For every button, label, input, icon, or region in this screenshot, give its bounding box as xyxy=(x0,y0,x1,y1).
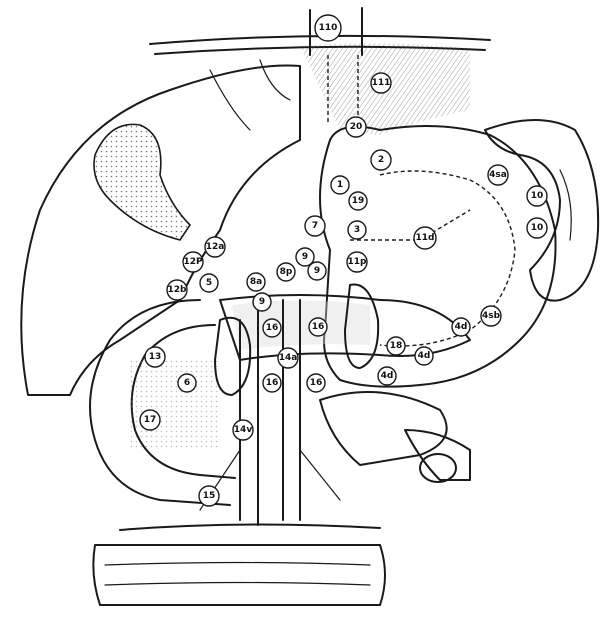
lymph-node-16c: 16 xyxy=(263,374,281,392)
lymph-node-10b: 10 xyxy=(527,218,547,238)
lymph-node-label: 20 xyxy=(350,122,363,132)
lymph-node-10a: 10 xyxy=(527,186,547,206)
lymph-node-15: 15 xyxy=(199,486,219,506)
lymph-node-16b: 16 xyxy=(309,318,327,336)
lymph-node-1: 1 xyxy=(331,176,349,194)
lymph-node-label: 1 xyxy=(337,180,343,190)
lymph-node-111: 111 xyxy=(371,73,391,93)
lymph-node-4d1: 4d xyxy=(452,318,470,336)
lymph-node-label: 10 xyxy=(531,191,544,201)
lymph-node-label: 10 xyxy=(531,223,544,233)
lymph-node-label: 17 xyxy=(144,415,157,425)
lymph-node-20: 20 xyxy=(346,117,366,137)
lymph-node-label: 110 xyxy=(319,23,338,33)
lymph-node-19: 19 xyxy=(349,192,367,210)
lymph-node-label: 16 xyxy=(310,378,323,388)
lymph-node-label: 5 xyxy=(206,278,212,288)
lymph-node-label: 12P xyxy=(183,257,203,267)
lymph-node-4d3: 4d xyxy=(378,367,396,385)
spleen xyxy=(485,120,598,301)
lymph-node-6: 6 xyxy=(178,374,196,392)
lymph-node-4sb: 4sb xyxy=(481,306,501,326)
lymph-node-7: 7 xyxy=(305,216,325,236)
lymph-node-label: 19 xyxy=(352,196,365,206)
lymph-node-label: 13 xyxy=(149,352,162,362)
lymph-node-4d2: 4d xyxy=(415,347,433,365)
lymph-node-label: 8a xyxy=(250,277,262,287)
lymph-node-label: 16 xyxy=(266,378,279,388)
lymph-node-label: 14a xyxy=(279,353,298,363)
lymph-node-14a: 14a xyxy=(278,348,298,368)
lymph-node-label: 11p xyxy=(348,257,368,267)
lymph-node-14v: 14v xyxy=(233,420,253,440)
lymph-node-label: 7 xyxy=(312,221,318,231)
lymph-node-12p: 12P xyxy=(183,252,203,272)
lymph-node-label: 12b xyxy=(168,285,188,295)
colon xyxy=(93,524,385,605)
lymph-node-11d: 11d xyxy=(414,227,436,249)
lymph-node-label: 6 xyxy=(184,378,190,388)
lymph-node-11p: 11p xyxy=(347,252,367,272)
lymph-node-17: 17 xyxy=(140,410,160,430)
lymph-node-16a: 16 xyxy=(263,319,281,337)
lymph-node-8p: 8p xyxy=(277,263,295,281)
lymph-node-8a: 8a xyxy=(247,273,265,291)
lymph-node-label: 3 xyxy=(354,225,360,235)
lymph-node-13: 13 xyxy=(145,347,165,367)
lymph-node-label: 4d xyxy=(381,371,394,381)
lymph-node-3: 3 xyxy=(348,221,366,239)
lymph-node-label: 4sb xyxy=(482,311,501,321)
lymph-node-label: 4sa xyxy=(489,170,507,180)
lymph-node-label: 12a xyxy=(206,242,225,252)
lymph-node-4sa: 4sa xyxy=(488,165,508,185)
lymph-node-label: 11d xyxy=(416,233,435,243)
jejunum xyxy=(320,392,470,482)
lymph-node-9c: 9 xyxy=(253,293,271,311)
lymph-node-label: 16 xyxy=(312,322,325,332)
lymph-node-label: 111 xyxy=(372,78,391,88)
lymph-node-18: 18 xyxy=(387,337,405,355)
lymph-node-label: 15 xyxy=(203,491,216,501)
lymph-node-2: 2 xyxy=(371,150,391,170)
duodenum xyxy=(90,300,235,505)
lymph-node-16d: 16 xyxy=(307,374,325,392)
lymph-node-12b: 12b xyxy=(167,280,187,300)
lymph-node-label: 9 xyxy=(302,252,308,262)
lymph-node-label: 4d xyxy=(455,322,468,332)
lymph-node-label: 18 xyxy=(390,341,403,351)
lymph-node-label: 14v xyxy=(234,425,253,435)
lymph-node-110: 110 xyxy=(315,15,341,41)
lymph-node-12a: 12a xyxy=(205,237,225,257)
lymph-node-5: 5 xyxy=(200,274,218,292)
lymph-node-label: 16 xyxy=(266,323,279,333)
lymph-node-9b: 9 xyxy=(308,262,326,280)
lymph-node-label: 2 xyxy=(378,155,384,165)
lymph-node-label: 8p xyxy=(280,267,293,277)
lymph-node-label: 4d xyxy=(418,351,431,361)
gallbladder xyxy=(94,124,190,240)
lymph-node-label: 9 xyxy=(314,266,320,276)
lymph-node-label: 9 xyxy=(259,297,265,307)
